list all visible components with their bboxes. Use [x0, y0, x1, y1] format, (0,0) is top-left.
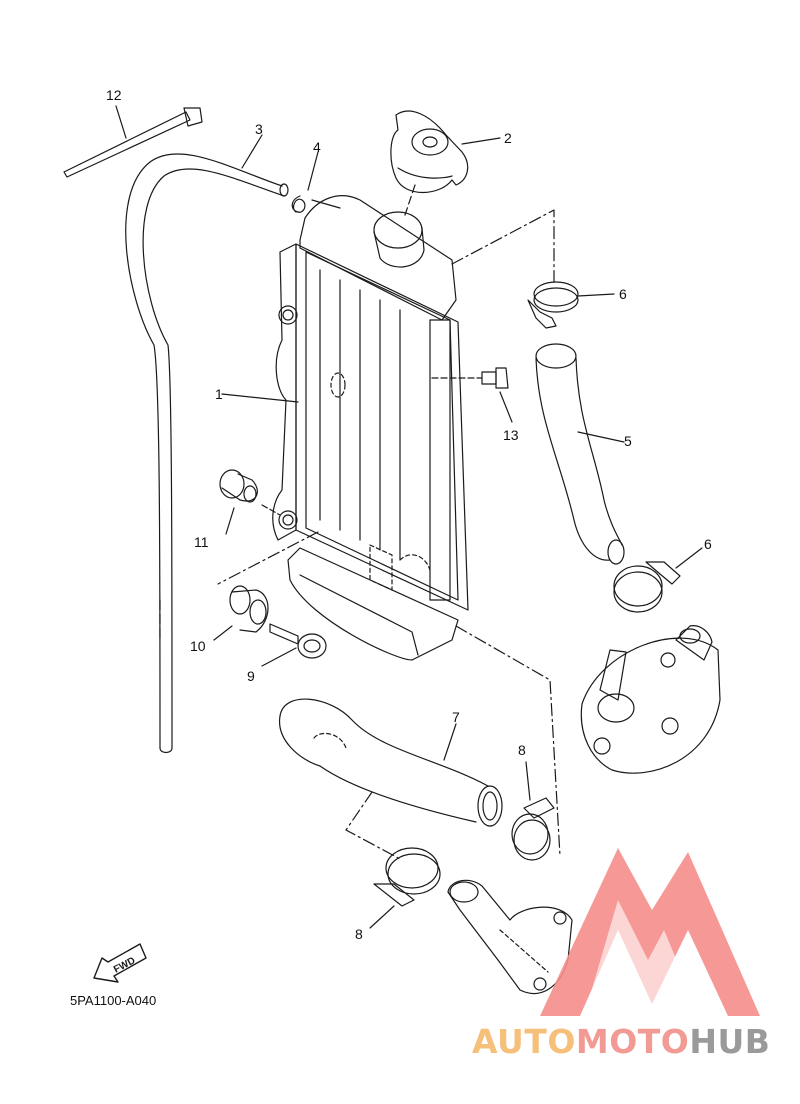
callout-6-lower: 6	[704, 536, 712, 552]
callout-5: 5	[624, 433, 632, 449]
upper-hose-part-5	[535, 343, 625, 565]
callout-6-upper: 6	[619, 286, 627, 302]
callout-13: 13	[503, 427, 519, 443]
bolt-part-9	[261, 623, 327, 667]
hose-clamp-upper-part-6	[527, 281, 615, 329]
callout-8-lower: 8	[355, 926, 363, 942]
watermark-logo-icon	[540, 848, 760, 1016]
callout-11: 11	[194, 534, 209, 550]
water-pump-cover	[580, 625, 721, 774]
callout-4: 4	[313, 139, 321, 155]
watermark-part-moto: MOTO	[575, 1022, 690, 1061]
callout-12: 12	[106, 87, 122, 103]
radiator-part-1	[221, 195, 469, 661]
damper-part-10	[213, 585, 269, 641]
watermark-part-hub: HUB	[689, 1022, 771, 1061]
callout-1: 1	[215, 386, 223, 402]
grommet-part-11	[219, 469, 281, 535]
bolt-part-13	[431, 367, 513, 423]
assembly-guide-lines	[217, 209, 561, 861]
hose-clamp-lower-part-8	[369, 847, 441, 929]
cable-tie-part-12	[63, 105, 203, 178]
callout-9: 9	[247, 668, 255, 684]
callout-8-right: 8	[518, 742, 526, 758]
watermark-part-auto: AUTO	[472, 1022, 576, 1061]
hose-clamp-right-part-8	[511, 761, 555, 861]
hose-clamp-lower-part-6	[613, 547, 703, 613]
callout-7: 7	[452, 709, 460, 725]
watermark-brand-text: AUTOMOTOHUB	[472, 1022, 770, 1061]
overflow-hose-part-3	[125, 134, 289, 754]
diagram-code: 5PA1100-A040	[70, 993, 157, 1008]
fwd-arrow-icon: FWD	[93, 943, 147, 983]
callout-10: 10	[190, 638, 206, 654]
radiator-cap-part-2	[390, 110, 501, 216]
callout-3: 3	[255, 121, 263, 137]
pump-inlet-housing	[447, 879, 573, 995]
lower-hose-part-7	[279, 698, 503, 827]
hose-clip-part-4	[291, 151, 341, 213]
callout-2: 2	[504, 130, 512, 146]
